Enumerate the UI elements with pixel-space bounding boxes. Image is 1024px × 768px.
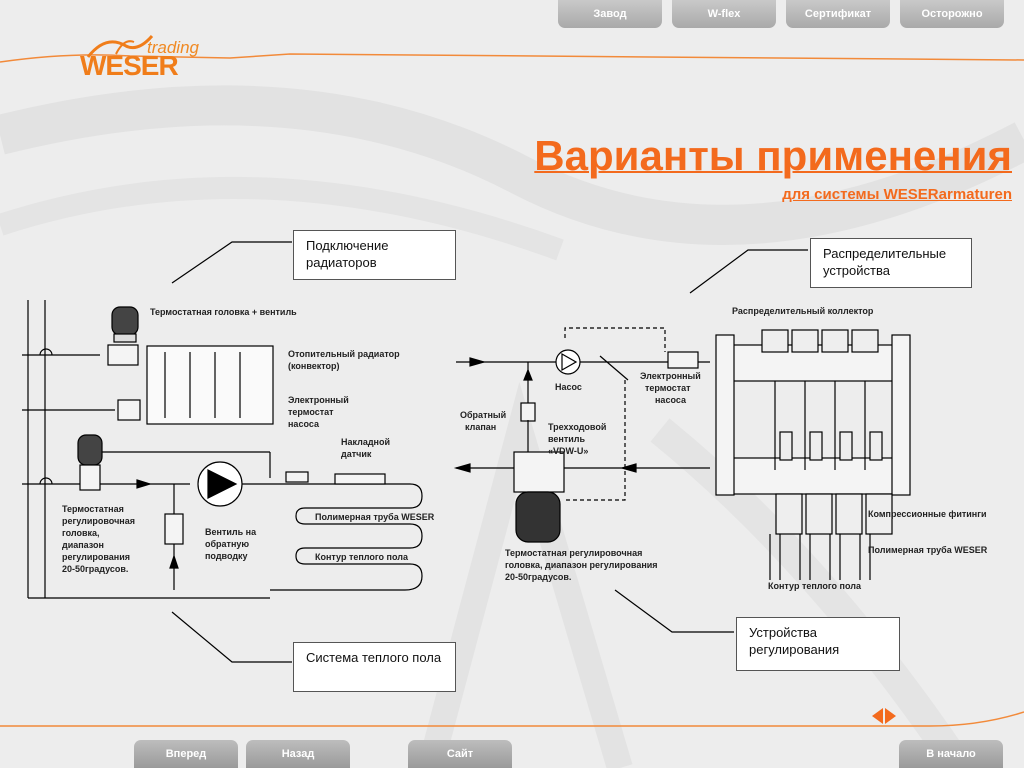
label-collector: Распределительный коллектор [732,306,874,316]
logo-trading-text: trading [147,38,199,57]
label-thermo-regulating-head-3: головка, [62,528,100,538]
label-electronic-thermostat-left-2: термостат [288,407,334,417]
label-thermo-regulating-head-5: регулирования [62,552,130,562]
logo-brand-text: WESER [80,50,179,81]
tab-caution[interactable]: Осторожно [900,0,1004,28]
label-check-valve-2: клапан [465,422,496,432]
home-button[interactable]: В начало [899,740,1003,768]
page-subtitle: для системы WESERarmaturen [782,186,1012,203]
label-thermo-regulating-head-4: диапазон [62,540,104,550]
label-thermo-head-mid-2: головка, диапазон регулирования [505,560,658,570]
label-thermo-head-valve: Термостатная головка + вентиль [150,307,297,317]
label-check-valve: Обратный [460,410,506,420]
logo-swoosh-icon [86,34,154,58]
previous-arrow-icon[interactable] [872,708,883,724]
callout-regulation: Устройства регулирования [736,617,900,671]
label-floor-circuit-right: Контур теплого пола [768,581,862,591]
back-button[interactable]: Назад [246,740,350,768]
page-title: Варианты применения [534,132,1012,179]
site-button[interactable]: Сайт [408,740,512,768]
label-return-valve-3: подводку [205,551,248,561]
label-thermo-regulating-head-6: 20-50градусов. [62,564,128,574]
label-return-valve: Вентиль на [205,527,257,537]
tab-wflex[interactable]: W-flex [672,0,776,28]
label-polymer-pipe-left: Полимерная труба WESER [315,512,435,522]
label-thermo-head-mid-3: 20-50градусов. [505,572,571,582]
label-three-way-valve: Трехходовой [548,422,606,432]
tab-certificate[interactable]: Сертификат [786,0,890,28]
tab-factory[interactable]: Завод [558,0,662,28]
label-three-way-valve-2: вентиль [548,434,586,444]
label-compression-fittings: Компрессионные фитинги [868,509,987,519]
forward-button[interactable]: Вперед [134,740,238,768]
next-arrow-icon[interactable] [885,708,896,724]
label-floor-circuit-left: Контур теплого пола [315,552,409,562]
top-navigation: Завод W-flex Сертификат Осторожно [558,0,1004,28]
label-polymer-pipe-right: Полимерная труба WESER [868,545,988,555]
label-electronic-thermostat-mid-3: насоса [655,395,687,405]
slide-arrows [872,708,896,724]
label-electronic-thermostat-left-3: насоса [288,419,320,429]
callout-floor-system: Система теплого пола [293,642,456,692]
label-thermo-head-mid: Термостатная регулировочная [505,548,642,558]
label-electronic-thermostat-mid-2: термостат [645,383,691,393]
label-overlay-sensor: Накладной [341,437,390,447]
label-overlay-sensor-2: датчик [341,449,372,459]
label-three-way-valve-3: «VDW-U» [548,446,588,456]
label-electronic-thermostat-left: Электронный [288,395,349,405]
label-return-valve-2: обратную [205,539,249,549]
label-pump: Насос [555,382,582,392]
label-radiator: Отопительный радиатор [288,349,400,359]
label-electronic-thermostat-mid: Электронный [640,371,701,381]
callout-distribution: Распределительные устройства [810,238,972,288]
label-radiator-2: (конвектор) [288,361,340,371]
callout-radiators: Подключение радиаторов [293,230,456,280]
label-thermo-regulating-head-2: регулировочная [62,516,135,526]
label-thermo-regulating-head: Термостатная [62,504,124,514]
